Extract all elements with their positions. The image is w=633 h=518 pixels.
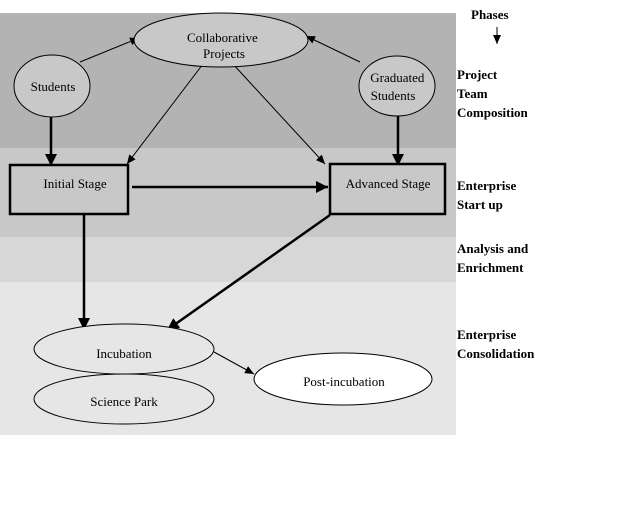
- edge-students-to-collaborative: [79, 37, 140, 63]
- phase-label-line: Composition: [457, 105, 529, 120]
- edge-collaborative-to-initial: [126, 59, 207, 165]
- edge-incubation-to-post-incubation: [213, 351, 255, 375]
- students-node: [13, 54, 91, 118]
- collaborative-projects-label: Collaborative Projects: [187, 30, 261, 61]
- node-label-line: Graduated: [370, 70, 425, 85]
- phase-label-line: Enterprise: [457, 327, 516, 342]
- science-park-node: [33, 373, 215, 425]
- students-label: Students: [31, 79, 76, 94]
- collaborative-projects-node: [133, 12, 309, 68]
- edge-advanced-to-incubation: [166, 213, 331, 332]
- post-incubation-node: [253, 352, 433, 406]
- graduated-students-label: Graduated Students: [370, 70, 427, 103]
- phase-label-line: Consolidation: [457, 346, 535, 361]
- phase-label-enterprise-consolidation: Enterprise Consolidation: [457, 327, 535, 361]
- phase-label-team-composition: Project Team Composition: [457, 67, 529, 120]
- node-label-line: Collaborative: [187, 30, 258, 45]
- node-label-line: Students: [371, 88, 416, 103]
- advanced-stage-node: [328, 162, 447, 216]
- incubation-label: Incubation: [96, 346, 152, 361]
- phase-label-line: Enterprise: [457, 178, 516, 193]
- science-park-label: Science Park: [90, 394, 158, 409]
- phase-label-line: Analysis and: [457, 241, 529, 256]
- phase-label-line: Project: [457, 67, 498, 82]
- phase-label-line: Start up: [457, 197, 503, 212]
- edge-graduated-to-collaborative: [305, 35, 361, 63]
- phases-header: Phases: [471, 7, 509, 22]
- graduated-students-node: [358, 55, 436, 117]
- post-incubation-label: Post-incubation: [303, 374, 385, 389]
- edge-collaborative-to-advanced: [231, 62, 326, 165]
- phase-label-enterprise-startup: Enterprise Start up: [457, 178, 519, 212]
- band-analysis-enrichment: [0, 237, 456, 282]
- node-label-line: Projects: [203, 46, 245, 61]
- advanced-stage-label: Advanced Stage: [346, 176, 431, 191]
- phase-label-line: Team: [457, 86, 488, 101]
- initial-stage-node: [8, 163, 130, 216]
- initial-stage-label: Initial Stage: [43, 176, 106, 191]
- phase-label-line: Enrichment: [457, 260, 524, 275]
- phase-label-analysis-enrichment: Analysis and Enrichment: [457, 241, 531, 275]
